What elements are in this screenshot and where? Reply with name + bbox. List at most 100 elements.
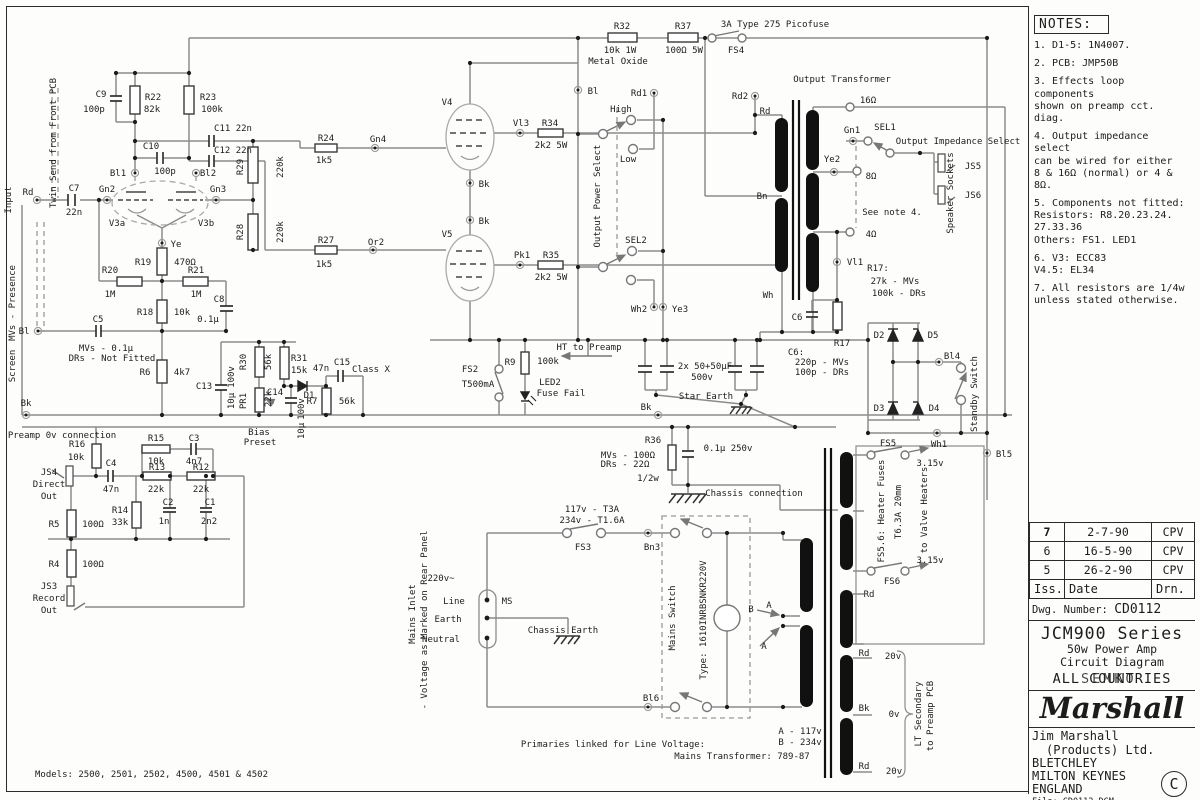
220p-mvs-label: 220p - MVs [795, 358, 849, 368]
c14-label: C14 [267, 388, 283, 398]
r17-label: R17: [867, 264, 889, 274]
output-transformer [775, 100, 819, 300]
tube-v5 [445, 234, 495, 302]
56k-label: 56k [264, 353, 274, 370]
bias-label: Bias [248, 428, 270, 438]
drawing-number: Dwg. Number: CD0112 [1029, 599, 1195, 621]
22k-label: 22k [264, 390, 274, 407]
c11-22n-label: C11 22n [214, 124, 252, 134]
cert-c-mark: C [1161, 771, 1187, 798]
bk-label: Bk [641, 403, 652, 413]
fuse-fail-label: Fuse Fail [537, 389, 586, 399]
r4-label: R4 [49, 560, 60, 570]
note-item-6: 6. V3: ECC83 V4.5: EL34 [1034, 252, 1107, 276]
0-1-label: 0.1μ [197, 315, 219, 325]
input-label: Input [4, 186, 14, 213]
r37-label: R37 [675, 22, 691, 32]
ms-label: MS [502, 597, 513, 607]
drs-22-label: DRs - 22Ω [601, 460, 650, 470]
220k-label: 220k [276, 156, 286, 178]
vl1-label: Vl1 [847, 258, 863, 268]
js6-label: JS6 [965, 191, 981, 201]
470-label: 470Ω [174, 258, 196, 268]
r13-label: R13 [149, 463, 165, 473]
100-label: 100Ω [82, 520, 104, 530]
b-234v-label: B - 234v [778, 738, 821, 748]
56k-label: 56k [339, 397, 356, 407]
terminal-pads [21, 85, 992, 712]
bn-label: Bn [757, 192, 768, 202]
twin-send-from-front-pcb-label: Twin Send from Front PCB [49, 78, 59, 208]
gn4-label: Gn4 [370, 135, 386, 145]
100v-label: 100v [227, 366, 237, 388]
tube-v3 [111, 180, 209, 226]
100-label: 100Ω [82, 560, 104, 570]
r7-label: R7 [307, 397, 318, 407]
revision-iss: 7 [1029, 523, 1065, 542]
100p-label: 100p [83, 105, 105, 115]
d3-label: D3 [874, 404, 885, 414]
fs6-label: FS6 [884, 577, 900, 587]
fs5-6-heater-fuses-label: FS5.6: Heater Fuses [877, 460, 887, 563]
ye2-label: Ye2 [824, 155, 840, 165]
100k-label: 100k [537, 357, 559, 367]
bn3-label: Bn3 [644, 543, 660, 553]
output-impedance-select-label: Output Impedance Select [896, 137, 1021, 147]
neutral-label: Neutral [422, 635, 460, 645]
100v-label: 100v [297, 398, 307, 420]
2k2-5w-label: 2k2 5W [535, 141, 568, 151]
line-label: Line [443, 597, 465, 607]
primaries-linked-for-line-voltage-label: Primaries linked for Line Voltage: [521, 740, 705, 750]
rd-label: Rd [859, 762, 870, 772]
mains-transformer [800, 448, 853, 778]
revision-date: 16-5-90 [1064, 541, 1152, 561]
c2-label: C2 [163, 498, 174, 508]
c1-label: C1 [205, 498, 216, 508]
2x-50-50-f-label: 2x 50+50μF [678, 362, 732, 372]
ye3-label: Ye3 [672, 305, 688, 315]
sel2-label: SEL2 [625, 236, 647, 246]
chassis-connection-label: Chassis connection [705, 489, 803, 499]
r12-label: R12 [193, 463, 209, 473]
diodes [297, 328, 925, 415]
117v-t3a-label: 117v - T3A [565, 505, 620, 515]
10-label: 10μ [297, 422, 307, 439]
record-label: Record [33, 594, 66, 604]
r20-label: R20 [102, 266, 118, 276]
8-label: 8Ω [866, 172, 877, 182]
33k-label: 33k [112, 518, 129, 528]
ye-label: Ye [171, 240, 182, 250]
234v-t1-6a-label: 234v - T1.6A [559, 516, 625, 526]
dwg-label: Dwg. Number: [1032, 604, 1108, 616]
note-item-5: 5. Components not fitted: Resistors: R8.… [1034, 198, 1185, 246]
standby-switch-label: Standby Switch [970, 356, 980, 432]
revision-drn: CPV [1151, 560, 1195, 580]
pr1-label: PR1 [239, 393, 249, 409]
output-transformer-label: Output Transformer [793, 75, 891, 85]
10k-label: 10k [68, 453, 85, 463]
10k-label: 10k [148, 457, 165, 467]
address-line: MILTON KEYNES [1032, 769, 1126, 783]
bl-label: Bl [588, 87, 599, 97]
bl6-label: Bl6 [643, 694, 659, 704]
output-power-select-label: Output Power Select [593, 145, 603, 248]
r17-label: R17 [834, 339, 850, 349]
c8-label: C8 [214, 295, 225, 305]
100k-label: 100k [201, 105, 223, 115]
mains-inlet-label: Mains Inlet [408, 584, 418, 644]
address-line: ENGLAND [1032, 782, 1083, 797]
mains-transformer-789-87-label: Mains Transformer: 789-87 [674, 752, 809, 762]
class-x-label: Class X [352, 365, 391, 375]
rd2-label: Rd2 [732, 92, 748, 102]
revision-date: 26-2-90 [1064, 560, 1152, 580]
d1-label: D1 [304, 391, 315, 401]
t6-3a-20mm-label: T6.3A 20mm [894, 485, 904, 539]
r5-label: R5 [49, 520, 60, 530]
r23-label: R23 [200, 93, 216, 103]
22n-label: 22n [66, 208, 82, 218]
1-2w-label: 1/2w [637, 474, 659, 484]
